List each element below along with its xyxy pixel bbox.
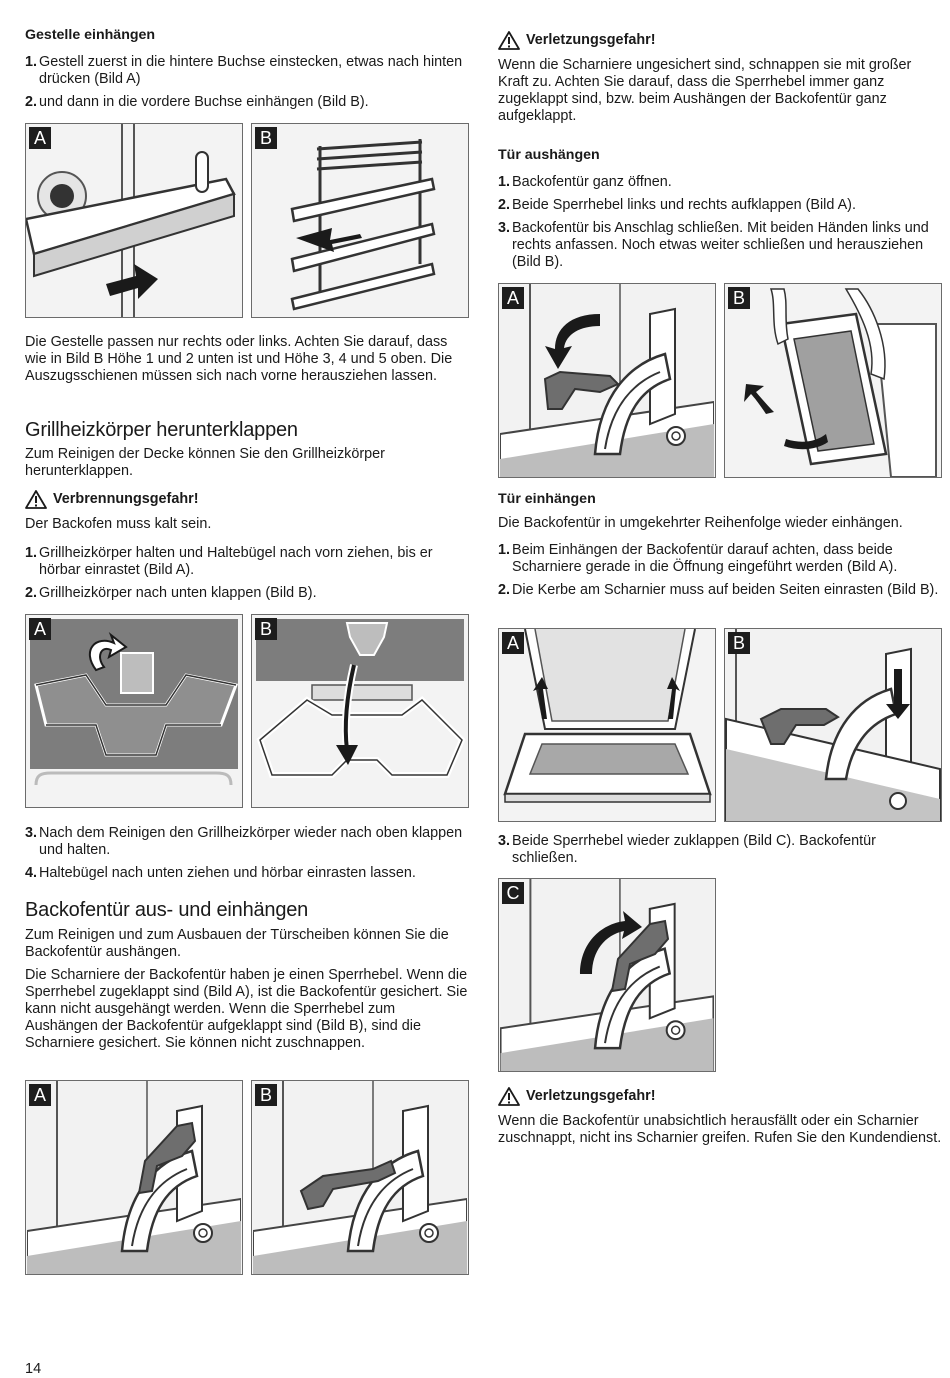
grill-lowered-illustration xyxy=(252,615,468,807)
warning-triangle-icon xyxy=(498,31,520,50)
door-remove-illustration xyxy=(726,284,940,477)
figure-label: A xyxy=(29,127,51,149)
steps-grill-after: 3.Nach dem Reinigen den Grillheizkörper … xyxy=(25,825,469,882)
figure-label: A xyxy=(29,1084,51,1106)
steps-aushaengen: 1.Backofentür ganz öffnen. 2.Beide Sperr… xyxy=(498,174,944,271)
page-number: 14 xyxy=(25,1361,42,1377)
steps-gestelle: 1.Gestell zuerst in die hintere Buchse e… xyxy=(25,54,469,111)
list-item: 4.Haltebügel nach unten ziehen und hörba… xyxy=(25,865,469,882)
list-item: 2.und dann in die vordere Buchse einhäng… xyxy=(25,94,469,111)
step-text: Nach dem Reinigen den Grillheizkörper wi… xyxy=(39,825,463,858)
lever-lock-illustration xyxy=(499,879,715,1071)
step-number: 2. xyxy=(498,582,511,598)
step-number: 1. xyxy=(498,174,511,190)
step-text: Backofentür bis Anschlag schließen. Mit … xyxy=(512,220,929,270)
grill-bracket-illustration xyxy=(26,615,242,807)
figure-einhaengen-a: A xyxy=(498,628,716,822)
figure-gestelle-a: A xyxy=(25,123,243,318)
step-text: Beim Einhängen der Backofentür darauf ac… xyxy=(512,542,898,575)
step-text: und dann in die vordere Buchse einhängen… xyxy=(39,94,369,110)
steps-einhaengen: 1.Beim Einhängen der Backofentür darauf … xyxy=(498,542,944,599)
step-text: Die Kerbe am Scharnier muss auf beiden S… xyxy=(512,582,939,598)
step-number: 3. xyxy=(498,833,511,849)
list-item: 2.Beide Sperrhebel links und rechts aufk… xyxy=(498,197,944,214)
warning-injury-1: Verletzungsgefahr! xyxy=(498,31,656,50)
figure-door-a: A xyxy=(25,1080,243,1275)
warning-triangle-icon xyxy=(498,1087,520,1106)
list-item: 1.Beim Einhängen der Backofentür darauf … xyxy=(498,542,944,576)
warning-text: Wenn die Backofentür unabsichtlich herau… xyxy=(498,1113,942,1146)
rack-socket-illustration xyxy=(26,124,242,317)
lever-unlock-illustration xyxy=(499,284,715,477)
figure-label: A xyxy=(502,287,524,309)
list-item: 3.Beide Sperrhebel wieder zuklappen (Bil… xyxy=(498,833,944,867)
list-item: 3.Backofentür bis Anschlag schließen. Mi… xyxy=(498,220,944,271)
step-number: 2. xyxy=(25,94,38,110)
hinge-open-illustration xyxy=(252,1081,468,1274)
figure-label: C xyxy=(502,882,524,904)
list-item: 1.Backofentür ganz öffnen. xyxy=(498,174,944,191)
figure-grill-b: B xyxy=(251,614,469,808)
warning-text: Der Backofen muss kalt sein. xyxy=(25,516,212,532)
step-text: Grillheizkörper nach unten klappen (Bild… xyxy=(39,585,317,601)
step-text: Haltebügel nach unten ziehen und hörbar … xyxy=(39,865,416,881)
warning-text: Wenn die Scharniere ungesichert sind, sc… xyxy=(498,57,912,124)
section-heading-grill: Grillheizkörper herunterklappen xyxy=(25,419,298,441)
step-number: 4. xyxy=(25,865,38,881)
step-text: Beide Sperrhebel links und rechts aufkla… xyxy=(512,197,856,213)
hinge-notch-illustration xyxy=(725,629,941,821)
warning-title: Verbrennungsgefahr! xyxy=(53,491,199,507)
step-text: Beide Sperrhebel wieder zuklappen (Bild … xyxy=(512,833,876,866)
warning-title: Verletzungsgefahr! xyxy=(526,32,656,48)
warning-triangle-icon xyxy=(25,490,47,509)
step-text: Gestell zuerst in die hintere Buchse ein… xyxy=(39,54,463,87)
figure-label: B xyxy=(255,127,277,149)
figure-aushaengen-a: A xyxy=(498,283,716,478)
hinge-closed-illustration xyxy=(26,1081,242,1274)
step-number: 3. xyxy=(498,220,511,236)
warning-title: Verletzungsgefahr! xyxy=(526,1088,656,1104)
section-heading-aushaengen: Tür aushängen xyxy=(498,147,600,163)
figure-label: B xyxy=(728,287,750,309)
list-item: 1.Gestell zuerst in die hintere Buchse e… xyxy=(25,54,469,88)
gestelle-note: Die Gestelle passen nur rechts oder link… xyxy=(25,334,453,384)
rack-shelf-illustration xyxy=(252,124,468,317)
section-heading-door: Backofentür aus- und einhängen xyxy=(25,899,309,921)
section-heading-einhaengen: Tür einhängen xyxy=(498,491,596,507)
list-item: 3.Nach dem Reinigen den Grillheizkörper … xyxy=(25,825,469,859)
figure-label: A xyxy=(29,618,51,640)
step-number: 1. xyxy=(25,54,38,70)
section-heading-gestelle: Gestelle einhängen xyxy=(25,27,156,43)
door-body: Die Scharniere der Backofentür haben je … xyxy=(25,967,468,1051)
step-number: 1. xyxy=(498,542,511,558)
warning-burn: Verbrennungsgefahr! xyxy=(25,490,199,509)
step-text: Grillheizkörper halten und Haltebügel na… xyxy=(39,545,433,578)
figure-label: B xyxy=(728,632,750,654)
steps-grill: 1.Grillheizkörper halten und Haltebügel … xyxy=(25,545,469,602)
figure-label: B xyxy=(255,618,277,640)
figure-einhaengen-c: C xyxy=(498,878,716,1072)
figure-gestelle-b: B xyxy=(251,123,469,318)
figure-label: B xyxy=(255,1084,277,1106)
grill-intro: Zum Reinigen der Decke können Sie den Gr… xyxy=(25,446,385,479)
steps-einhaengen-3: 3.Beide Sperrhebel wieder zuklappen (Bil… xyxy=(498,833,944,867)
figure-grill-a: A xyxy=(25,614,243,808)
list-item: 1.Grillheizkörper halten und Haltebügel … xyxy=(25,545,469,579)
step-number: 3. xyxy=(25,825,38,841)
door-insert-illustration xyxy=(500,629,714,821)
figure-aushaengen-b: B xyxy=(724,283,942,478)
figure-einhaengen-b: B xyxy=(724,628,942,822)
list-item: 2.Grillheizkörper nach unten klappen (Bi… xyxy=(25,585,469,602)
list-item: 2.Die Kerbe am Scharnier muss auf beiden… xyxy=(498,582,944,599)
figure-door-b: B xyxy=(251,1080,469,1275)
einhaengen-intro: Die Backofentür in umgekehrter Reihenfol… xyxy=(498,515,903,531)
step-number: 2. xyxy=(25,585,38,601)
step-number: 2. xyxy=(498,197,511,213)
step-text: Backofentür ganz öffnen. xyxy=(512,174,672,190)
figure-label: A xyxy=(502,632,524,654)
door-intro: Zum Reinigen und zum Ausbauen der Türsch… xyxy=(25,927,449,960)
step-number: 1. xyxy=(25,545,38,561)
warning-injury-2: Verletzungsgefahr! xyxy=(498,1087,656,1106)
